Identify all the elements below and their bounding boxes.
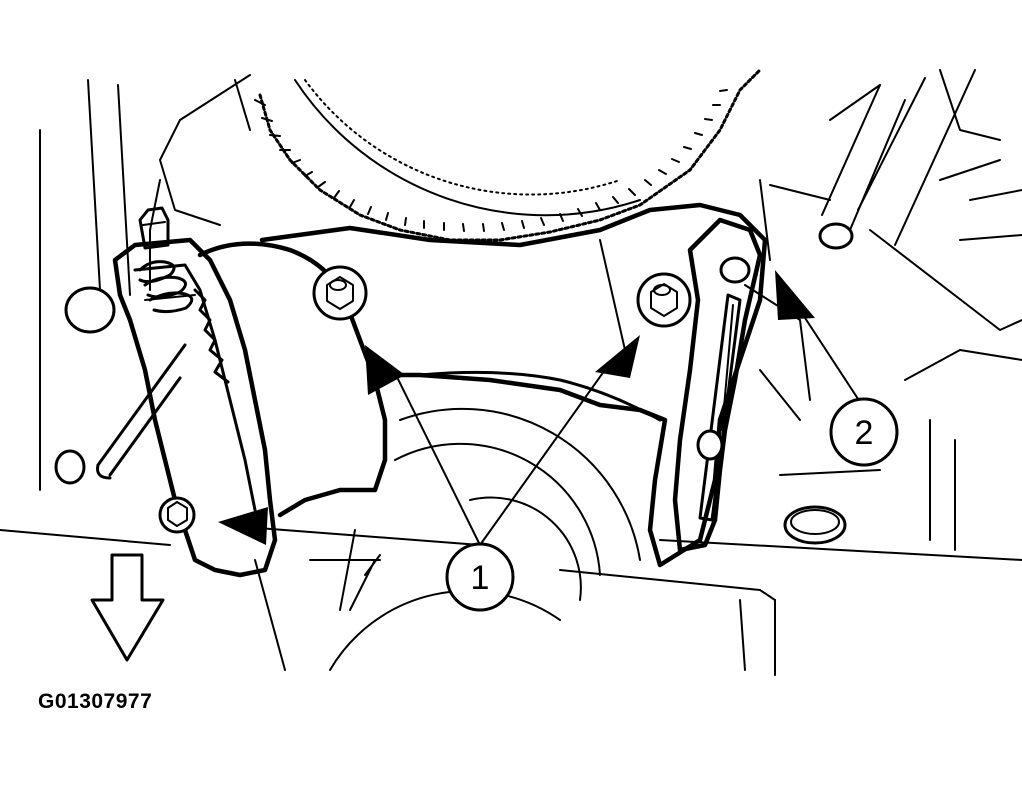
timing-chain-tensioner	[54, 206, 388, 578]
callout-1-label: 1	[471, 559, 490, 597]
figure-id-label: G01307977	[38, 690, 153, 713]
arrowhead-callout-1-bolt-lower	[218, 507, 268, 545]
bolt-center-right	[636, 272, 692, 328]
bolt-left-lower	[158, 496, 196, 534]
pipe-end-right	[818, 84, 906, 250]
timing-chain-guide-rail	[672, 217, 763, 553]
crankshaft-pulley	[329, 407, 641, 671]
arrowhead-callout-1-bolt-right	[595, 335, 640, 378]
bolt-center-left	[312, 265, 368, 321]
engine-block-outline	[0, 69, 1022, 676]
callout-2-label: 2	[855, 414, 874, 452]
callout-leaders	[257, 294, 863, 546]
callout-2: 2	[829, 397, 899, 467]
down-arrow-icon	[90, 553, 165, 662]
arrowhead-callout-2	[775, 270, 815, 320]
arrowhead-callout-1-bolt-left	[365, 345, 405, 395]
callout-1: 1	[445, 542, 515, 612]
plug-right	[783, 505, 847, 545]
camshaft-sprocket	[254, 68, 762, 242]
